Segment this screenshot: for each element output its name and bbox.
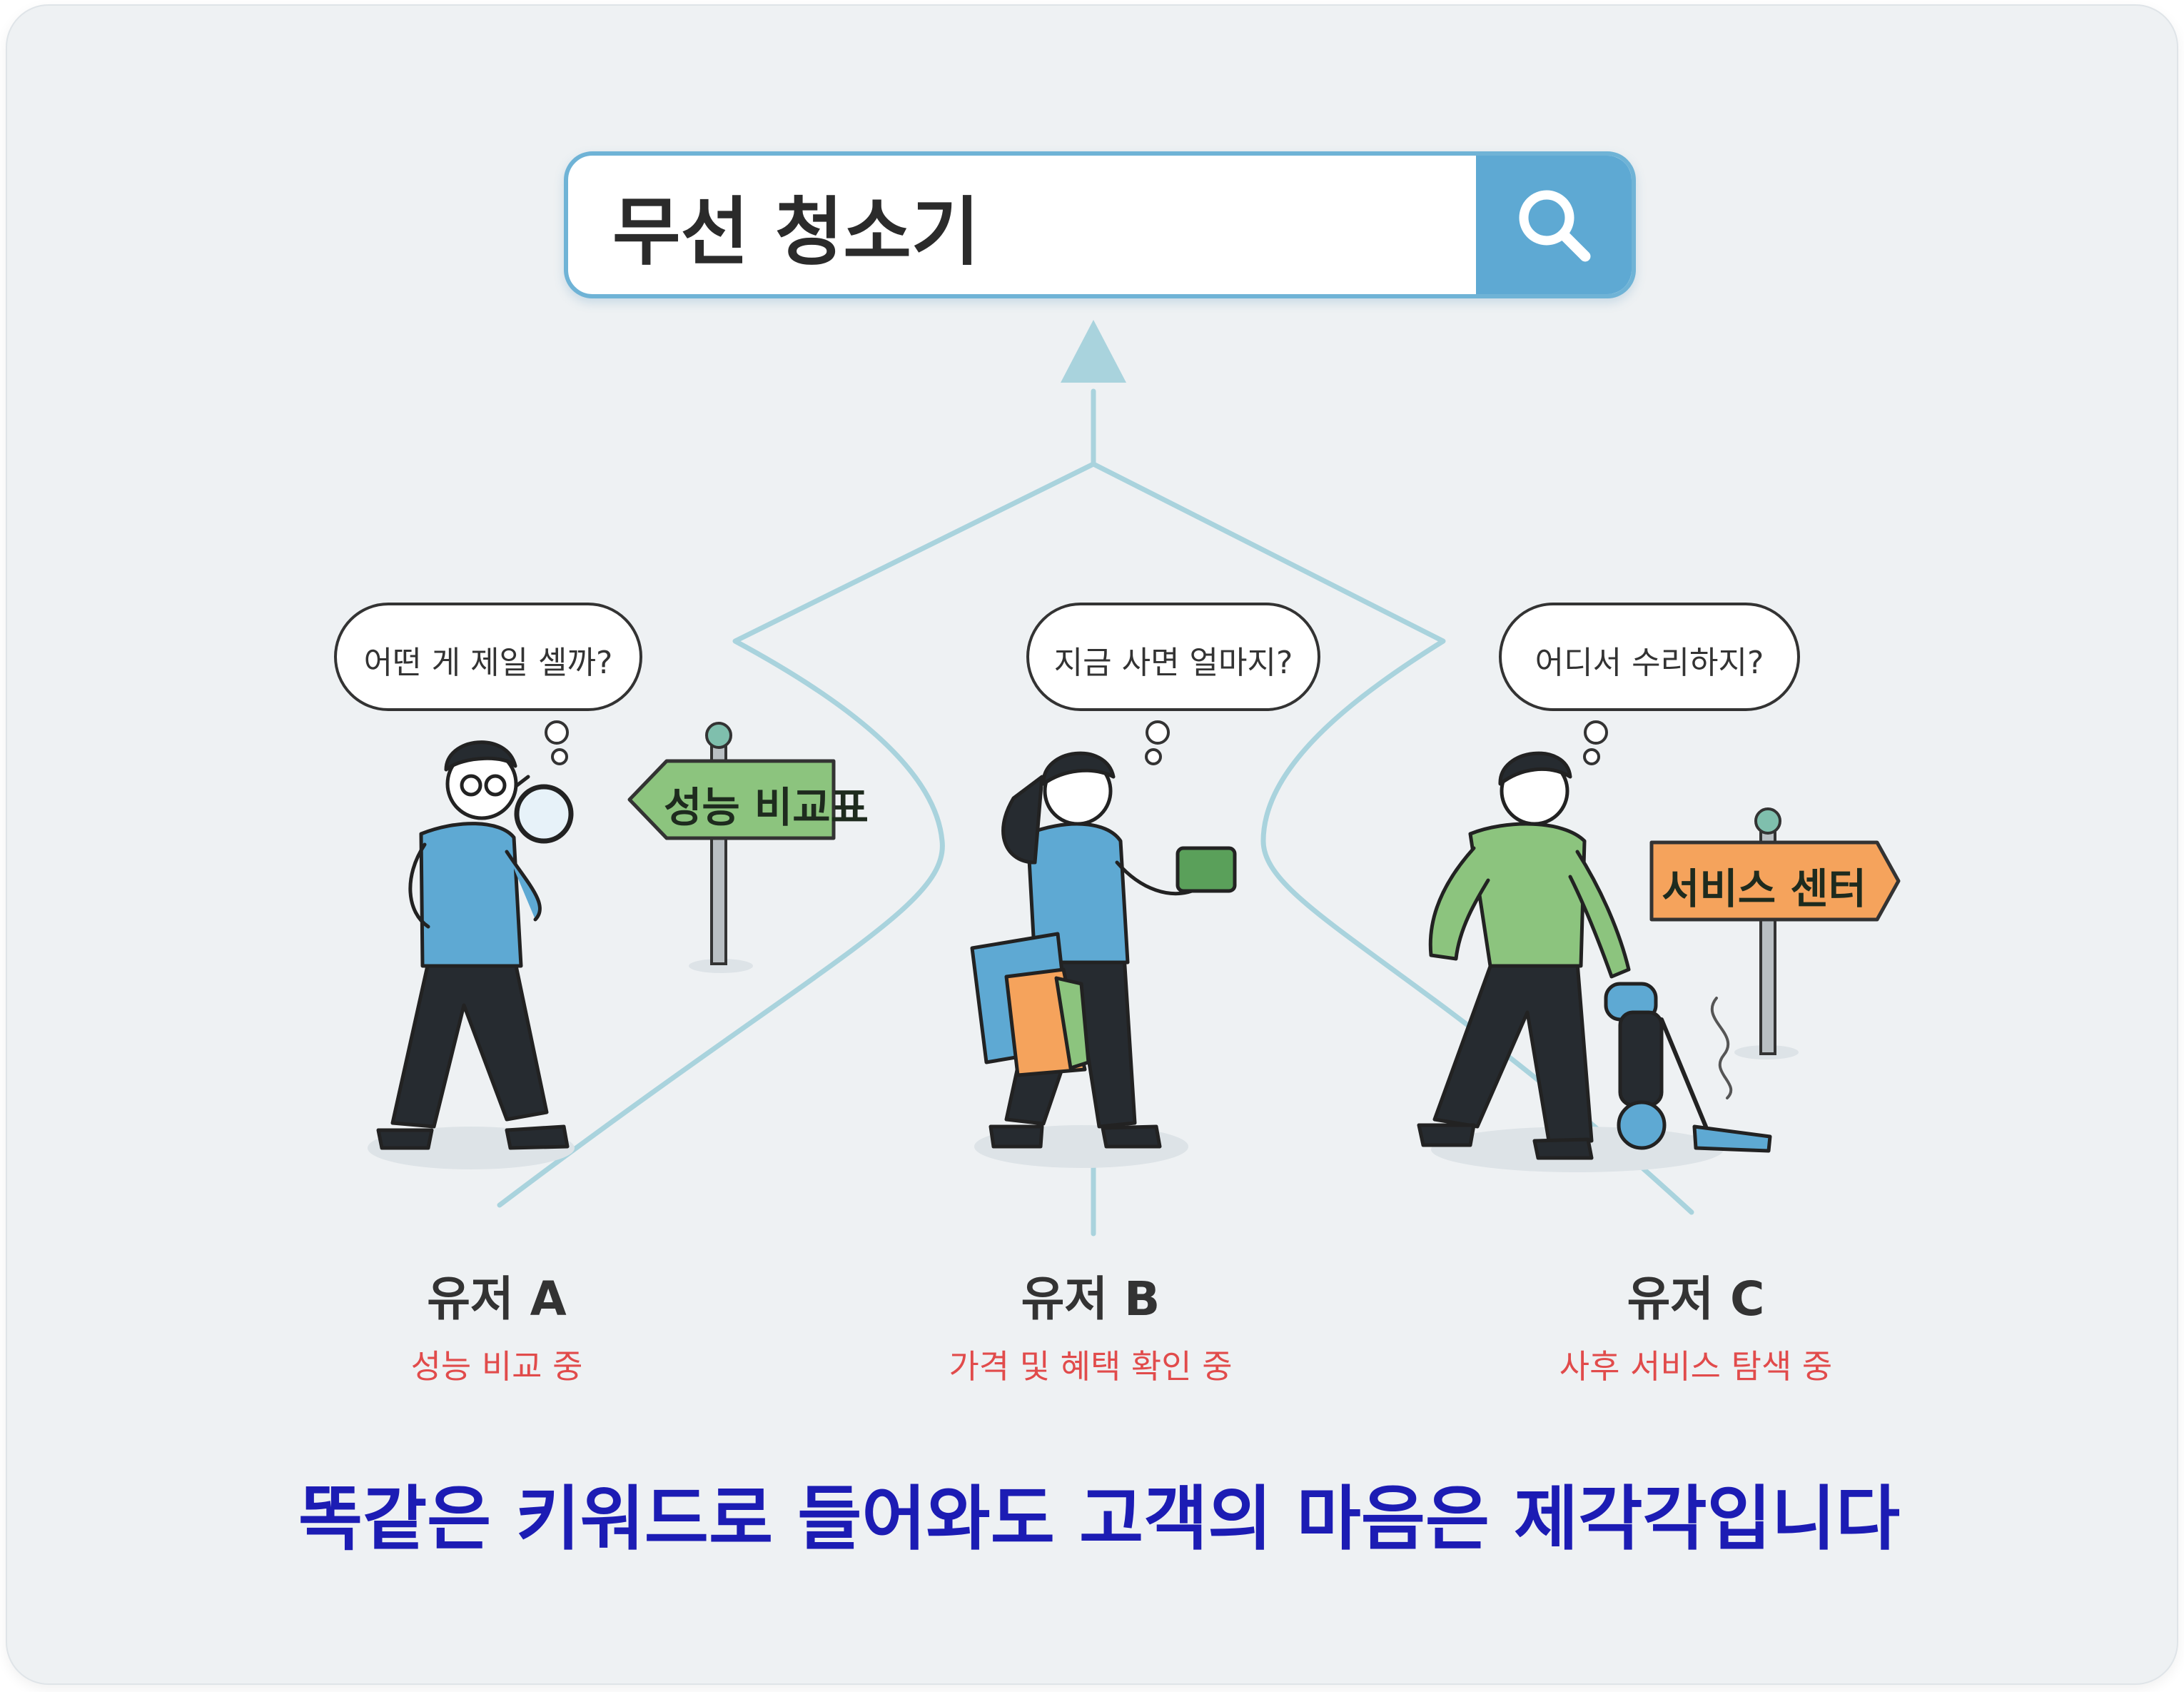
up-arrow-icon [1061, 320, 1126, 383]
signpost-c [1649, 807, 1901, 1055]
signpost-a [627, 722, 836, 965]
search-bar [564, 151, 1636, 298]
search-input[interactable] [568, 156, 1485, 294]
user-a-status: 성능 비교 중 [410, 1347, 583, 1386]
user-b-figure [970, 751, 1237, 1149]
headline: 똑같은 키워드로 들어와도 고객의 마음은 제각각입니다 [298, 1479, 1901, 1560]
user-c-figure [1417, 751, 1772, 1160]
user-a-figure [376, 740, 574, 1150]
user-c-name: 유저 C [1627, 1271, 1765, 1326]
illustration-card: 어떤 게 제일 셀까? 지금 사면 얼마지? 어디서 수리하지? 성능 비교표 … [6, 4, 2178, 1685]
user-c-status: 사후 서비스 탐색 중 [1559, 1347, 1833, 1386]
sign-label-c: 서비스 센터 [1662, 865, 1866, 913]
thought-bubble-c: 어디서 수리하지? [1535, 645, 1764, 681]
search-icon [1519, 190, 1591, 262]
search-button[interactable] [1476, 156, 1632, 294]
thought-bubbles [334, 603, 1800, 765]
user-a-name: 유저 A [427, 1271, 567, 1326]
user-b-status: 가격 및 혜택 확인 중 [949, 1347, 1233, 1386]
illustration-artwork [334, 320, 1901, 1237]
sign-label-a: 성능 비교표 [664, 783, 869, 832]
thought-bubble-b: 지금 사면 얼마지? [1053, 645, 1293, 681]
thought-bubble-a: 어떤 게 제일 셀까? [363, 645, 613, 681]
user-b-name: 유저 B [1021, 1271, 1161, 1326]
